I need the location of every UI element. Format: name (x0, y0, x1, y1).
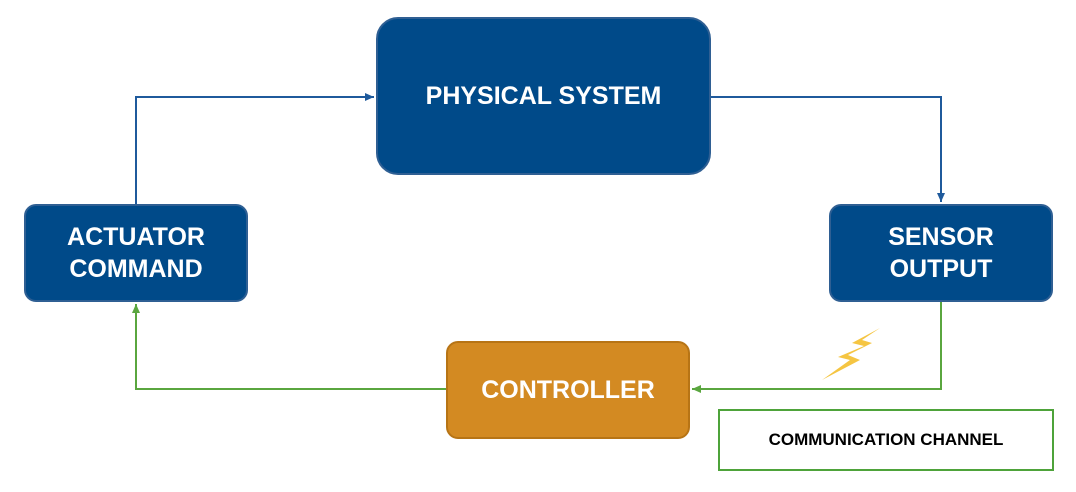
edge-controller-to-actuator (132, 304, 446, 390)
physical-system-label: PHYSICAL SYSTEM (425, 82, 662, 110)
edge-sensor-to-controller (692, 302, 942, 393)
physical-system-node: PHYSICAL SYSTEM (376, 17, 711, 175)
communication-channel-label: COMMUNICATION CHANNEL (768, 430, 1004, 449)
lightning-icon (822, 328, 880, 380)
actuator-command-label-line1: ACTUATOR (67, 223, 205, 251)
communication-channel-legend: COMMUNICATION CHANNEL (718, 409, 1054, 471)
controller-label: CONTROLLER (481, 376, 655, 404)
sensor-output-node: SENSOR OUTPUT (829, 204, 1053, 302)
sensor-output-label-line2: OUTPUT (889, 255, 993, 283)
actuator-command-node: ACTUATOR COMMAND (24, 204, 248, 302)
controller-node: CONTROLLER (446, 341, 690, 439)
sensor-output-label-line1: SENSOR (888, 223, 994, 251)
actuator-command-label-line2: COMMAND (69, 255, 203, 283)
edge-actuator-to-physical-system (135, 93, 374, 204)
edge-physical-system-to-sensor (711, 96, 945, 202)
